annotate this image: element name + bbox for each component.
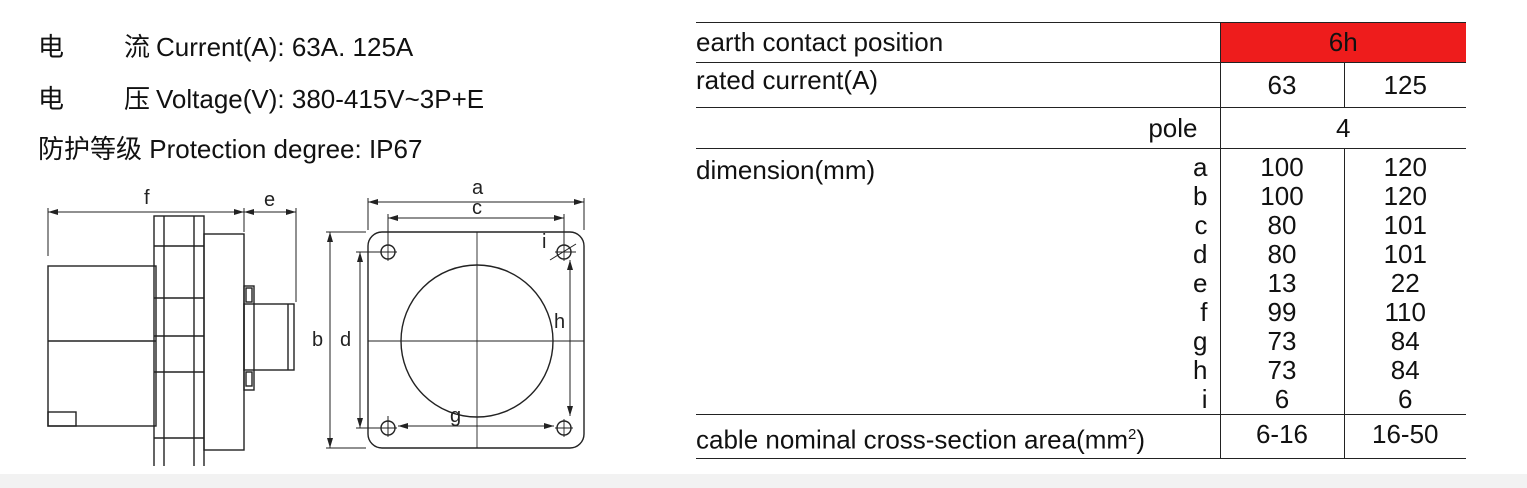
dim-d-125: 101 (1383, 239, 1427, 269)
dim-key-h: h (1193, 355, 1208, 385)
dim-b-125: 120 (1383, 181, 1427, 211)
cable-area-label: cable nominal cross-section area(mm2) (696, 415, 1220, 459)
label-a: a (472, 177, 484, 199)
label-b: b (312, 329, 323, 351)
dim-i-63: 6 (1274, 384, 1290, 414)
dim-f-125: 110 (1384, 297, 1426, 327)
row-dimensions: dimension(mm) a b c d e f g h i 100 100 … (696, 148, 1467, 415)
dim-h-125: 84 (1390, 355, 1420, 385)
earth-contact-label: earth contact position (696, 27, 944, 57)
dim-key-b: b (1193, 181, 1208, 211)
rated-current-label: rated current(A) (696, 65, 879, 95)
dimension-keys: a b c d e f g h i (1193, 149, 1219, 414)
dimension-values-63: 100 100 80 80 13 99 73 73 6 (1219, 148, 1344, 415)
rated-current-63: 63 (1219, 62, 1344, 108)
dim-c-125: 101 (1383, 210, 1427, 240)
label-c: c (472, 197, 482, 219)
dim-d-63: 80 (1267, 239, 1297, 269)
label-e: e (264, 189, 275, 211)
rated-current-125: 125 (1343, 62, 1467, 108)
front-view (367, 231, 585, 449)
label-i: i (542, 231, 546, 253)
cable-area-sup: 2 (1128, 426, 1137, 443)
dim-key-g: g (1193, 326, 1208, 356)
dim-key-d: d (1193, 239, 1208, 269)
dim-key-f: f (1200, 297, 1208, 327)
dimension-cell: dimension(mm) a b c d e f g h i (696, 149, 1220, 415)
bottom-band (0, 474, 1527, 488)
spec-table: earth contact position 6h rated current(… (696, 22, 1467, 459)
spec-current-cn2: 流 (124, 32, 151, 62)
label-h: h (554, 311, 565, 333)
spec-voltage-cn2: 压 (124, 84, 151, 114)
spec-protection-en: Protection degree: IP67 (149, 134, 423, 164)
spec-current-en: Current(A): 63A. 125A (156, 32, 414, 62)
side-view (47, 215, 295, 466)
spec-protection: 防护等级 Protection degree: IP67 (38, 134, 422, 164)
row-earth-contact: earth contact position 6h (696, 22, 1467, 63)
cable-area-close: ) (1136, 424, 1146, 455)
spec-voltage-cn1: 电 (38, 84, 65, 114)
dim-a-125: 120 (1383, 152, 1427, 182)
dim-a-63: 100 (1260, 152, 1304, 182)
dim-i-125: 6 (1398, 384, 1413, 414)
spec-current-cn1: 电 (38, 32, 65, 62)
label-g: g (450, 405, 461, 427)
dim-e-63: 13 (1267, 268, 1297, 298)
dim-key-e: e (1193, 268, 1208, 298)
cable-area-63: 6-16 (1219, 414, 1344, 459)
row-rated-current: rated current(A) 63 125 (696, 62, 1467, 108)
row-cable-area: cable nominal cross-section area(mm2) 6-… (696, 414, 1467, 459)
earth-contact-value: 6h (1219, 22, 1467, 63)
dim-g-125: 84 (1390, 326, 1420, 356)
dim-key-i: i (1201, 384, 1208, 414)
technical-drawing: f e a c b d h g i (47, 177, 585, 466)
dimension-label: dimension(mm) (696, 155, 876, 185)
row-pole: pole 4 (696, 107, 1467, 149)
cable-area-125: 16-50 (1343, 414, 1467, 459)
cable-area-text: cable nominal cross-section area(mm (696, 424, 1129, 455)
dim-g-63: 73 (1267, 326, 1297, 356)
spec-protection-cn: 防护等级 (38, 134, 143, 164)
pole-label: pole (1148, 113, 1198, 143)
dimension-values-125: 120 120 101 101 22 110 84 84 6 (1343, 148, 1467, 415)
dim-c-63: 80 (1267, 210, 1297, 240)
dim-key-a: a (1193, 152, 1208, 182)
dim-f-63: 99 (1267, 297, 1297, 327)
label-d: d (340, 329, 351, 351)
label-f: f (144, 187, 150, 209)
spec-voltage-en: Voltage(V): 380-415V~3P+E (156, 84, 485, 114)
dim-e-125: 22 (1390, 268, 1420, 298)
dim-h-63: 73 (1267, 355, 1297, 385)
dim-key-c: c (1194, 210, 1208, 240)
pole-value: 4 (1219, 107, 1467, 149)
dim-b-63: 100 (1260, 181, 1304, 211)
